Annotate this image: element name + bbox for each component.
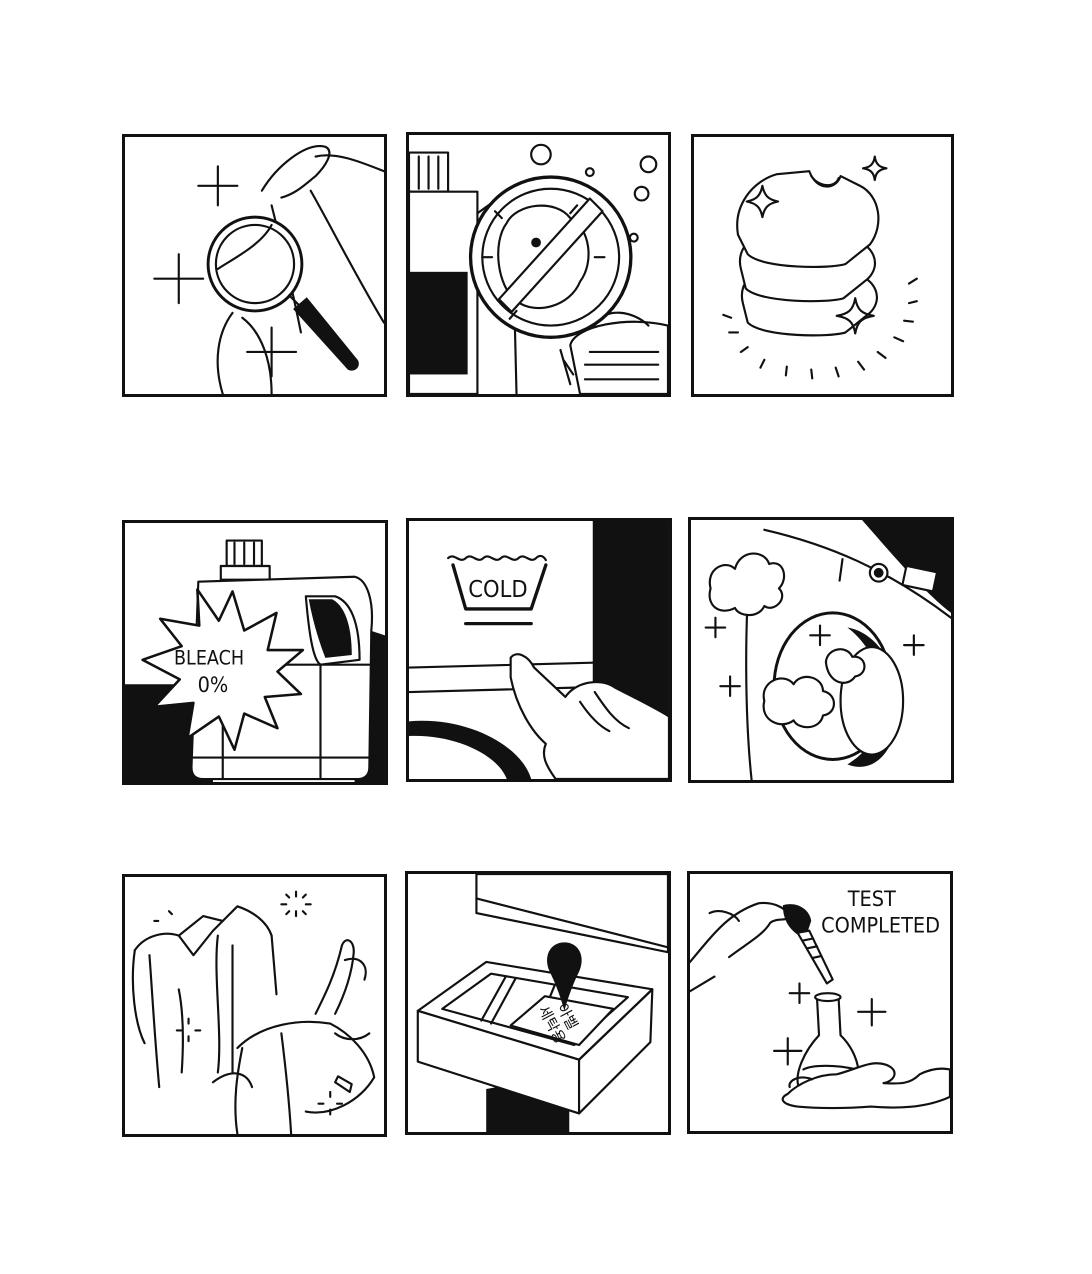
bubble-icon: [530, 143, 658, 243]
wash-symbol-icon: COLD: [447, 554, 548, 626]
no-bleach-illustration: BLEACH 0%: [125, 539, 385, 782]
inspect-illustration: [153, 145, 384, 394]
caption-line2: COMPLETED: [821, 914, 940, 939]
care-label-text: COLD: [468, 575, 527, 603]
panel-washing-machine: [688, 517, 954, 783]
shirt-icon: [131, 905, 376, 1134]
steam-cloud-icon: [708, 552, 866, 729]
drop-icon: [547, 942, 582, 1011]
sparkle-icon: [153, 165, 298, 378]
laundry-basket-icon: [559, 311, 668, 394]
magnifying-glass-icon: [206, 215, 359, 371]
dropper-icon: [690, 901, 834, 993]
sparkle-icon: [772, 982, 887, 1066]
washing-machine-illustration: [704, 520, 951, 780]
panel-cold-wash: COLD: [406, 518, 672, 782]
cold-wash-illustration: COLD: [409, 521, 669, 779]
detergent-pack-icon: 아벨 세탁용: [509, 995, 615, 1047]
fresh-laundry-illustration: [722, 155, 918, 380]
sparkle-icon: [153, 890, 344, 1116]
antibacterial-illustration: [409, 143, 668, 394]
panel-lab-test: TEST COMPLETED: [687, 871, 953, 1134]
sparkle-icon: [722, 155, 918, 380]
badge-line1: BLEACH: [174, 647, 244, 670]
no-germ-icon: [468, 175, 633, 339]
caption-line1: TEST: [847, 887, 896, 912]
clean-shirts-illustration: [131, 890, 376, 1134]
lab-test-illustration: TEST COMPLETED: [690, 887, 950, 1110]
panel-detergent-drawer: 아벨 세탁용: [405, 871, 671, 1135]
panel-clean-shirts: [122, 874, 387, 1137]
panel-no-bleach: BLEACH 0%: [122, 520, 388, 785]
panel-antibacterial: [406, 132, 671, 397]
badge-line2: 0%: [198, 673, 229, 698]
pointing-hand-icon: [509, 653, 669, 779]
washing-machine-icon: [745, 528, 951, 780]
hand-icon: [216, 145, 384, 394]
panel-inspect: [122, 134, 387, 397]
hand-icon: [781, 1062, 950, 1110]
detergent-bottle-icon: [409, 151, 518, 394]
detergent-drawer-illustration: 아벨 세탁용: [416, 874, 668, 1132]
sparkle-icon: [704, 616, 925, 698]
drawer-icon: [416, 874, 668, 1115]
panel-fresh-laundry: [691, 134, 954, 397]
starburst-badge-icon: BLEACH 0%: [141, 588, 305, 752]
